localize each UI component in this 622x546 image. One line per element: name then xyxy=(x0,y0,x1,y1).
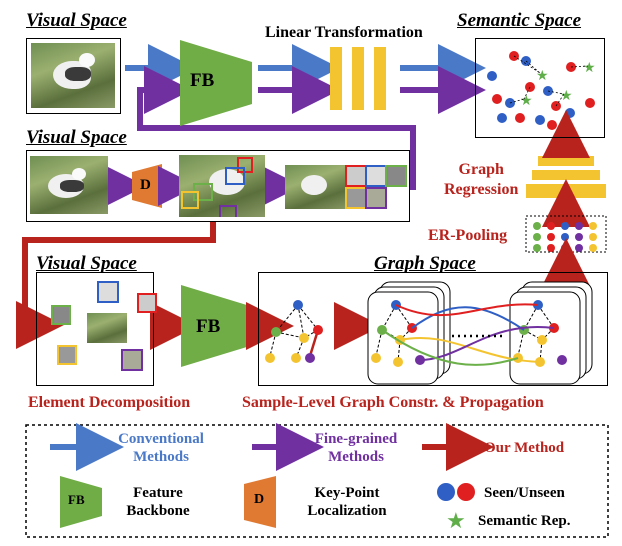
legend-semantic-rep: Semantic Rep. xyxy=(478,513,571,529)
graph-regression-label: Graph Regression xyxy=(444,160,518,200)
fb-top-shape xyxy=(180,40,252,126)
arrow-red-decomposition xyxy=(16,221,216,349)
title-graph-space: Graph Space xyxy=(374,253,476,274)
linear-transformation-label: Linear Transformation xyxy=(265,24,423,41)
d-label: D xyxy=(140,177,151,193)
element-decomposition-label: Element Decomposition xyxy=(28,394,191,411)
fb-top-label: FB xyxy=(190,70,215,91)
legend-feature-line1: Feature xyxy=(133,485,183,501)
bird-image-keypoints xyxy=(179,155,265,217)
legend-seen-unseen: Seen/Unseen xyxy=(484,485,565,501)
title-visual-space-mid: Visual Space xyxy=(26,127,127,148)
legend-feature-line2: Backbone xyxy=(126,503,190,519)
propagation-curves xyxy=(381,303,555,366)
element-crop-purple xyxy=(121,349,143,371)
top-arrows xyxy=(125,44,486,190)
svg-text:★: ★ xyxy=(560,89,573,104)
legend-graphics: ★ xyxy=(25,423,609,538)
title-visual-space-bottom: Visual Space xyxy=(36,253,137,274)
element-crop-green xyxy=(51,305,71,325)
fb-bottom-shape xyxy=(181,285,250,367)
part-crop-purple xyxy=(365,187,387,209)
fb-bottom-label: FB xyxy=(196,316,221,337)
legend-our-method: Our Method xyxy=(484,440,565,456)
bird-image-mid xyxy=(30,156,108,214)
legend-conventional-line1: Conventional xyxy=(118,431,204,447)
graph-simple xyxy=(265,300,323,363)
arrow-purple-loop xyxy=(137,66,416,190)
graph-regression-pyramid xyxy=(526,110,606,227)
part-crop-yellow xyxy=(345,187,367,209)
element-bird xyxy=(87,313,127,343)
legend-keypoint-line2: Localization xyxy=(307,503,387,519)
semantic-points: ★★★★ xyxy=(487,51,596,130)
legend-keypoint-line1: Key-Point xyxy=(314,485,380,501)
element-crop-red xyxy=(137,293,157,313)
element-crop-yellow xyxy=(57,345,77,365)
graph-regression-line2: Regression xyxy=(444,181,519,198)
title-semantic-space: Semantic Space xyxy=(457,10,582,31)
graph-space-box xyxy=(258,272,608,386)
legend-d-icon-label: D xyxy=(254,492,265,507)
visual-space-top-box xyxy=(26,38,121,114)
legend-conventional-line2: Methods xyxy=(133,449,189,465)
graph-regression-line1: Graph xyxy=(458,161,504,178)
bottom-row xyxy=(150,285,382,367)
legend-conventional: Conventional Methods xyxy=(106,430,216,466)
legend-keypoint: Key-Point Localization xyxy=(292,484,402,520)
linear-bars xyxy=(330,47,386,110)
mid-row xyxy=(16,164,302,349)
er-pooling-label: ER-Pooling xyxy=(428,227,508,244)
legend-finegrained-line2: Methods xyxy=(328,449,384,465)
d-shape xyxy=(132,164,162,208)
bird-image-parts xyxy=(285,165,349,209)
semantic-space-box xyxy=(475,38,605,138)
legend-feature-backbone: Feature Backbone xyxy=(112,484,204,520)
bird-image-top xyxy=(31,43,115,108)
element-decomposition-box xyxy=(36,272,157,386)
legend-finegrained: Fine-grained Methods xyxy=(304,430,408,466)
legend-finegrained-line1: Fine-grained xyxy=(314,431,398,447)
part-crop-blue xyxy=(365,165,387,187)
svg-text:★: ★ xyxy=(520,94,533,109)
legend-fb-icon-label: FB xyxy=(68,492,85,507)
svg-text:★: ★ xyxy=(446,508,466,533)
graph-stack-right xyxy=(509,281,593,385)
graph-constr-label: Sample-Level Graph Constr. & Propagation xyxy=(242,394,544,411)
svg-text:★: ★ xyxy=(583,61,596,76)
part-crop-red xyxy=(345,165,367,187)
title-visual-space-top: Visual Space xyxy=(26,10,127,31)
element-crop-blue xyxy=(97,281,119,303)
visual-space-mid-box xyxy=(26,150,410,222)
part-crop-green xyxy=(385,165,407,187)
